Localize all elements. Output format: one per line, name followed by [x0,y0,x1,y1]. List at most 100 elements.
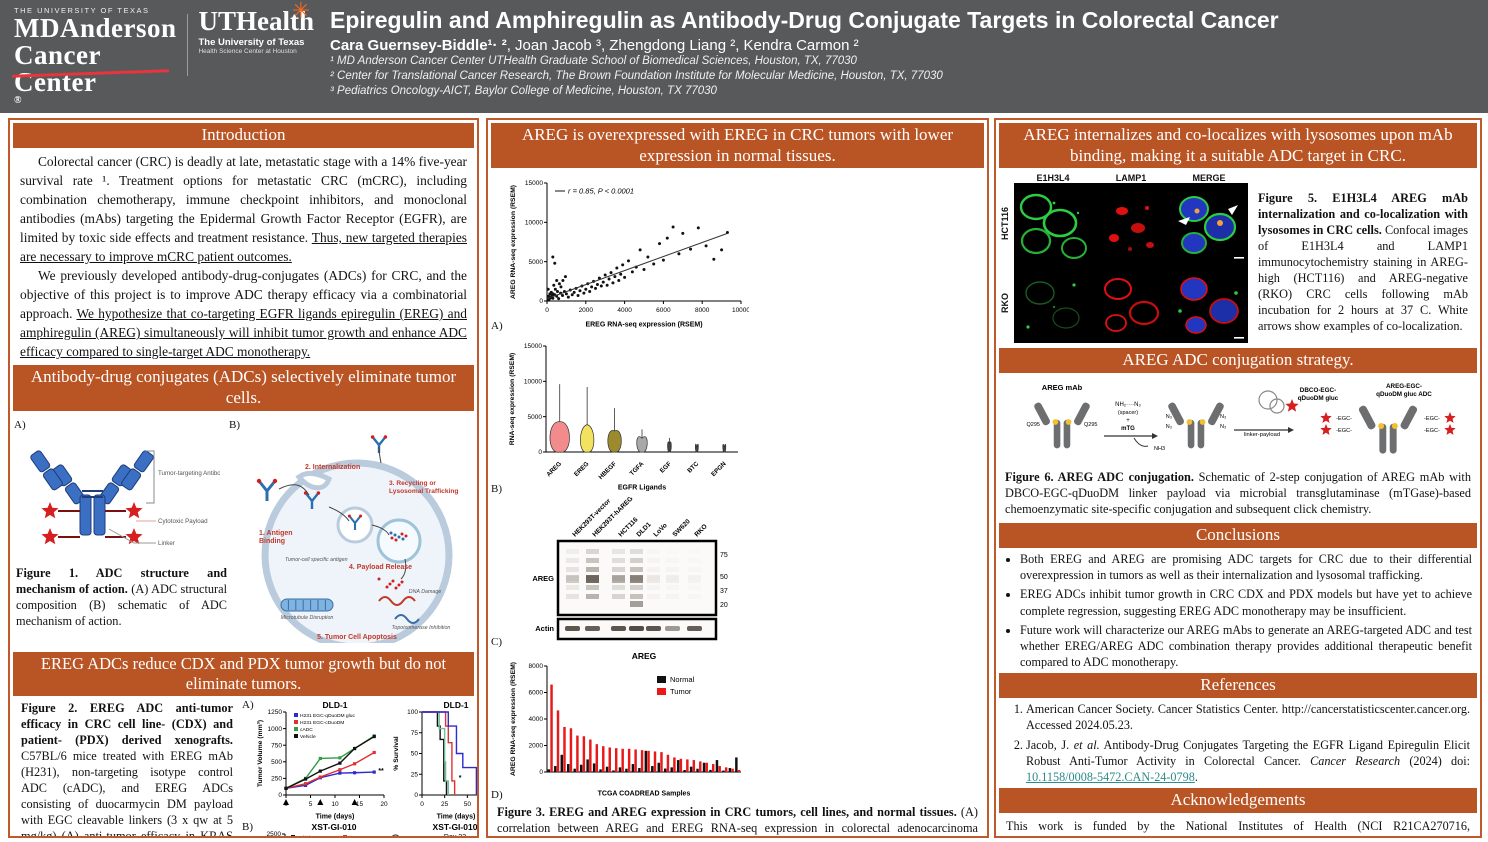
confocal-rko-merge [1170,263,1248,344]
svg-text:AREG-EGC-: AREG-EGC- [1386,383,1422,390]
svg-text:5. Tumor Cell Apoptosis: 5. Tumor Cell Apoptosis [317,634,397,641]
svg-text:DNA Damage: DNA Damage [409,589,442,595]
svg-text:2000: 2000 [528,743,543,750]
svg-text:5000: 5000 [528,414,543,421]
conclusion-bullet-3: Future work will characterize our AREG m… [1020,622,1472,671]
svg-text:6000: 6000 [528,690,543,697]
fig5-col-lamp1: LAMP1 [1115,173,1147,184]
svg-text:linker-payload: linker-payload [1244,432,1280,438]
svg-text:75: 75 [410,730,418,737]
svg-text:mTG: mTG [1121,426,1135,432]
svg-text:4000: 4000 [617,307,632,314]
references-list: American Cancer Society. Cancer Statisti… [996,701,1480,785]
svg-text:37: 37 [720,588,728,595]
ref2-journal: Cancer Research [1310,753,1401,768]
section-header-ereg-adcs: EREG ADCs reduce CDX and PDX tumor growt… [13,651,474,696]
section-header-internalization: AREG internalizes and co-localizes with … [999,123,1477,169]
svg-text:Vehicle: Vehicle [297,835,313,838]
svg-text:**: ** [378,768,384,775]
svg-text:XST-GI-010: XST-GI-010 [312,822,357,832]
svg-text:RNA-seq expression (RSEM): RNA-seq expression (RSEM) [509,353,516,446]
svg-text:0: 0 [539,299,543,306]
svg-text:DLD1: DLD1 [635,522,652,539]
mdanderson-wordmark: MDAnderson [14,13,177,43]
svg-text:EPGN: EPGN [710,461,728,479]
ref2-title: Antibody-Drug Conjugates Targeting the E… [1026,737,1471,768]
svg-text:N₃: N₃ [1166,414,1172,420]
svg-text:NH₂····N₃: NH₂····N₃ [1115,402,1141,408]
svg-text:AREG: AREG [631,651,656,661]
svg-text:Cytotoxic Payload: Cytotoxic Payload [158,518,208,525]
svg-text:TCGA COADREAD Samples: TCGA COADREAD Samples [597,791,690,798]
figure2-caption-text: C57BL/6 mice treated with EREG mAb (H231… [21,748,233,838]
figure6-caption-bold: Figure 6. AREG ADC conjugation. [1005,470,1194,485]
figure3: A) 0 2000 4000 6000 8000 10000 0 5000 10000 15000… [488,171,987,803]
confocal-hct116-merge [1170,183,1248,264]
svg-text:10000: 10000 [732,307,749,314]
svg-text:Binding: Binding [259,538,285,545]
figure2-caption: Figure 2. EREG ADC anti-tumor efficacy i… [12,699,242,838]
svg-text:2. Internalization: 2. Internalization [305,464,360,471]
figure3-caption-bold: Figure 3. EREG and AREG expression in CR… [497,805,957,820]
xst-tumor-volume-chart: 0102030405005001000150020002500XST-GI-01… [267,822,389,838]
section-header-conclusions: Conclusions [999,523,1477,548]
svg-text:0: 0 [538,450,542,457]
svg-text:4. Payload Release: 4. Payload Release [349,564,412,571]
svg-text:1000: 1000 [267,726,282,733]
svg-text:8000: 8000 [528,664,543,671]
section-header-conjugation: AREG ADC conjugation strategy. [999,348,1477,374]
svg-text:-EGC-: -EGC- [1336,416,1352,422]
fig3-panel-a-label: A) [491,320,503,333]
svg-text:0: 0 [414,792,418,799]
section-header-references: References [999,673,1477,699]
svg-text:EREG RNA-seq expression (RSEM): EREG RNA-seq expression (RSEM) [585,322,702,329]
svg-text:Q295: Q295 [1084,422,1097,428]
section-header-acknowledgements: Acknowledgements [999,788,1477,813]
svg-text:H231 EGC-cDuoDM: H231 EGC-cDuoDM [349,835,389,838]
svg-text:10000: 10000 [524,379,542,386]
uthealth-wordmark: UTHealth [198,6,314,36]
svg-text:Time (days): Time (days) [315,813,354,820]
svg-text:15: 15 [355,801,363,808]
svg-text:4000: 4000 [528,717,543,724]
svg-text:750: 750 [271,742,282,749]
affiliation-2: ² Center for Translational Cancer Resear… [330,70,943,83]
svg-text:0: 0 [545,307,549,314]
svg-text:Time (days): Time (days) [436,813,475,820]
svg-text:EREG: EREG [573,461,591,479]
svg-text:AREG: AREG [532,574,554,583]
affiliation-1: ¹ MD Anderson Cancer Center UTHealth Gra… [330,55,857,68]
svg-text:Linker: Linker [158,540,175,547]
reference-2: Jacob, J. et al. Antibody-Drug Conjugate… [1026,737,1470,786]
svg-text:3. Recycling or: 3. Recycling or [389,480,436,487]
svg-text:8000: 8000 [695,307,710,314]
svg-text:Tumor Volume (mm³): Tumor Volume (mm³) [257,720,264,787]
svg-text:15000: 15000 [525,181,543,188]
svg-text:20: 20 [380,801,388,808]
figure1-caption-text: (A) ADC structural composition (B) schem… [16,581,227,628]
confocal-rko-e1h3l4 [1014,263,1092,344]
fig3-panel-c-label: C) [491,636,502,649]
intro-p2: We previously developed antibody-drug-co… [20,267,467,321]
svg-text:BTC: BTC [686,461,700,475]
svg-text:qDuoDM gluc ADC: qDuoDM gluc ADC [1376,391,1432,398]
figure6-caption-text: Schematic of 2-step conjugation of AREG … [1005,470,1471,517]
figure2: Figure 2. EREG ADC anti-tumor efficacy i… [10,699,477,838]
ref2-authors: Jacob, J. [1026,737,1074,752]
svg-text:Tumor: Tumor [670,687,692,696]
svg-text:Lysosomal Trafficking: Lysosomal Trafficking [389,488,458,495]
svg-text:2000: 2000 [578,307,593,314]
svg-text:50: 50 [720,574,728,581]
uthealth-sub2: Health Science Center at Houston [198,48,297,55]
figure3-caption-text: (A) correlation between AREG and EREG RN… [497,805,978,836]
figure5: E1H3L4 LAMP1 MERGE HCT116 RKO [996,171,1480,345]
confocal-hct116-lamp1 [1092,183,1170,264]
svg-text:10: 10 [331,801,339,808]
figure5-caption: Figure 5. E1H3L4 AREG mAb internalizatio… [1248,173,1476,343]
poster-header: THE UNIVERSITY OF TEXAS MDAnderson Cance… [0,0,1488,167]
doi-link[interactable]: 10.1158/0008-5472.CAN-24-0798 [1026,770,1195,785]
